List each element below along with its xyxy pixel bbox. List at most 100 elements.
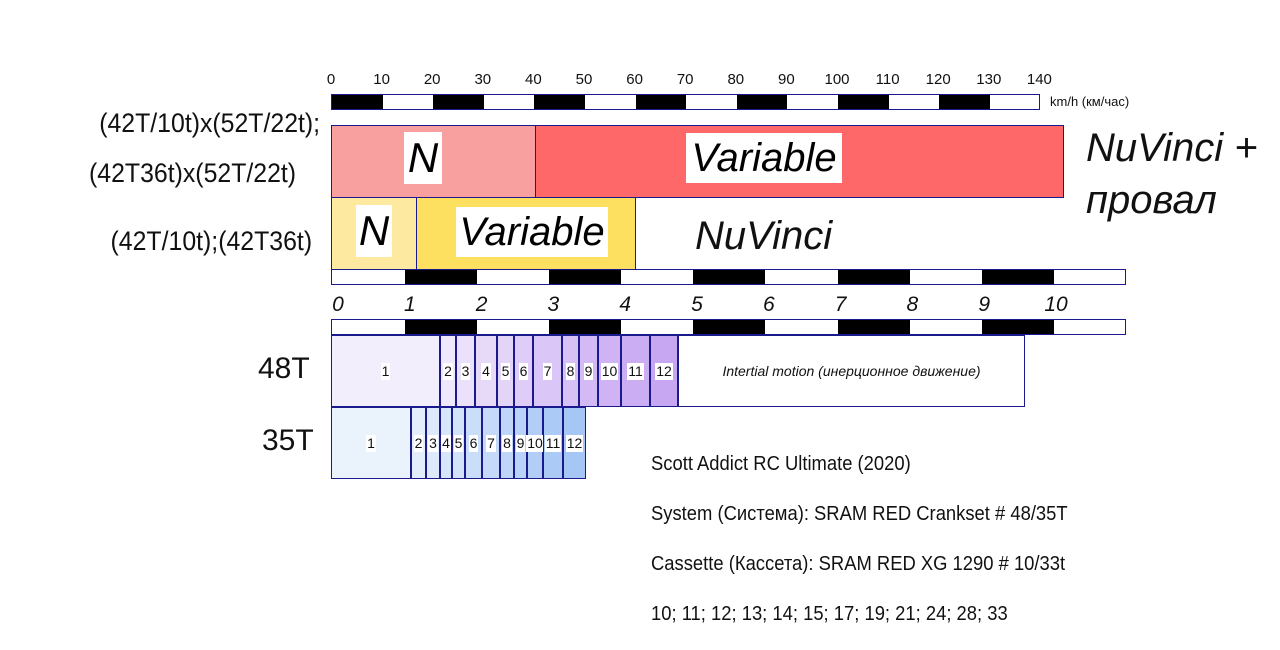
gear-number: 8 (502, 434, 512, 452)
gear-number: 3 (428, 434, 438, 452)
gear-number: 11 (627, 362, 644, 380)
speed-tick-label: 10 (373, 71, 390, 88)
mid-side-note: NuVinci (695, 214, 833, 258)
gear-cell: 11 (543, 407, 563, 479)
speed-tick-label: 80 (727, 71, 745, 88)
speed-tick-label: 30 (474, 71, 492, 88)
speed-scale-segment (736, 95, 788, 109)
speed-tick-label: 60 (626, 71, 643, 88)
speed-scale-segment (534, 95, 585, 109)
info-cassette: Cassette (Кассета): SRAM RED XG 1290 # 1… (651, 553, 1066, 575)
ratio-scale-bar-lower (331, 319, 1126, 335)
gear-cell: 9 (579, 335, 598, 407)
gear-number: 1 (366, 434, 376, 452)
gear-number: 5 (453, 434, 464, 452)
ratio-tick-label: 3 (547, 293, 560, 316)
single-label: (42T/10t);(42T36t) (110, 226, 312, 256)
speed-scale-segment (332, 95, 383, 109)
combo-label-line1: (42T/10t)x(52T/22t); (99, 108, 320, 138)
gear-cell: 2 (411, 407, 426, 479)
ratio-tick-label: 2 (475, 293, 488, 316)
gear-cell: 4 (440, 407, 452, 479)
inertial-motion-label: Intertial motion (инерционное движение) (721, 362, 982, 380)
chainring-35-label: 35T (262, 424, 314, 457)
ratio-scale-segment (405, 270, 477, 284)
gear-cell: 12 (650, 335, 678, 407)
gear-cell: 4 (475, 335, 497, 407)
gear-number: 7 (486, 434, 496, 452)
ratio-tick-label: 1 (403, 293, 416, 316)
speed-tick-label: 110 (875, 71, 900, 88)
ratio-tick-label: 7 (834, 293, 847, 316)
speed-tick-label: 70 (676, 71, 694, 88)
ratio-scale-segment (838, 320, 910, 334)
gear-number: 7 (542, 362, 553, 380)
gear-number: 5 (500, 362, 511, 380)
speed-tick-label: 50 (575, 71, 593, 88)
ratio-tick-label: 8 (906, 293, 919, 316)
gear-cell: 10 (526, 407, 544, 479)
gear-number: 12 (565, 434, 584, 452)
top-side-note-line2: провал (1086, 178, 1217, 222)
speed-scale-segment (838, 95, 889, 109)
chainring-48-label: 48T (258, 352, 310, 385)
ratio-scale-segment (838, 270, 910, 284)
speed-tick-label: 20 (423, 71, 441, 88)
gear-number: 9 (515, 434, 526, 452)
ratio-tick-label: 9 (978, 293, 991, 316)
ratio-tick-label: 5 (691, 293, 703, 316)
ratio-tick-label: 6 (762, 293, 775, 316)
gear-number: 2 (443, 362, 453, 380)
gear-number: 2 (413, 434, 424, 452)
gear-cell: 3 (456, 335, 475, 407)
speed-scale-segment (635, 95, 687, 109)
combo-label-line2: (42T36t)x(52T/22t) (88, 158, 296, 188)
speed-tick-label: 130 (976, 71, 1002, 88)
speed-scale-bar (331, 94, 1040, 110)
info-crankset: System (Система): SRAM RED Crankset # 48… (651, 503, 1068, 525)
speed-tick-label: 0 (326, 71, 336, 88)
ratio-scale-segment (549, 270, 621, 284)
gear-cell: 2 (440, 335, 456, 407)
gear-number: 9 (583, 362, 594, 380)
ratio-scale-segment (693, 320, 765, 334)
gear-cell: 1 (331, 407, 411, 479)
top-band-n-label: N (404, 132, 442, 184)
ratio-scale-segment (982, 320, 1054, 334)
gear-cell: 5 (497, 335, 514, 407)
speed-tick-label: 100 (824, 71, 850, 88)
gear-number: 6 (518, 362, 529, 380)
gear-number: 4 (441, 434, 451, 452)
gear-number: 1 (380, 362, 391, 380)
gear-cell: 5 (452, 407, 465, 479)
ratio-scale-bar-upper (331, 269, 1126, 285)
gear-cell: 10 (598, 335, 621, 407)
speed-scale-segment (433, 95, 484, 109)
gear-cell: 6 (465, 407, 482, 479)
gear-cell: 8 (562, 335, 579, 407)
speed-tick-label: 140 (1026, 71, 1052, 88)
gear-number: 6 (468, 434, 479, 452)
gear-cell: 8 (500, 407, 514, 479)
ratio-scale-segment (549, 320, 621, 334)
inertial-motion-box: Intertial motion (инерционное движение) (678, 335, 1025, 407)
gear-cell: 7 (533, 335, 562, 407)
gear-cell: 3 (426, 407, 440, 479)
top-band-variable-label: Variable (686, 133, 842, 183)
gear-number: 3 (460, 362, 471, 380)
gear-number: 10 (600, 362, 619, 380)
mid-band-n-label: N (356, 205, 392, 257)
info-bike-model: Scott Addict RC Ultimate (2020) (651, 453, 911, 475)
speed-tick-label: 40 (525, 71, 542, 88)
gear-cell: 9 (514, 407, 527, 479)
gear-cell: 6 (514, 335, 533, 407)
info-cogs: 10; 11; 12; 13; 14; 15; 17; 19; 21; 24; … (651, 603, 1008, 625)
gear-number: 11 (544, 434, 562, 452)
speed-tick-label: 90 (778, 71, 795, 88)
mid-band-variable-label: Variable (456, 207, 608, 257)
gear-cell: 7 (482, 407, 500, 479)
speed-unit-label: km/h (км/час) (1050, 94, 1130, 109)
gear-cell: 11 (621, 335, 650, 407)
gear-cell: 1 (331, 335, 440, 407)
gear-cell: 12 (563, 407, 586, 479)
